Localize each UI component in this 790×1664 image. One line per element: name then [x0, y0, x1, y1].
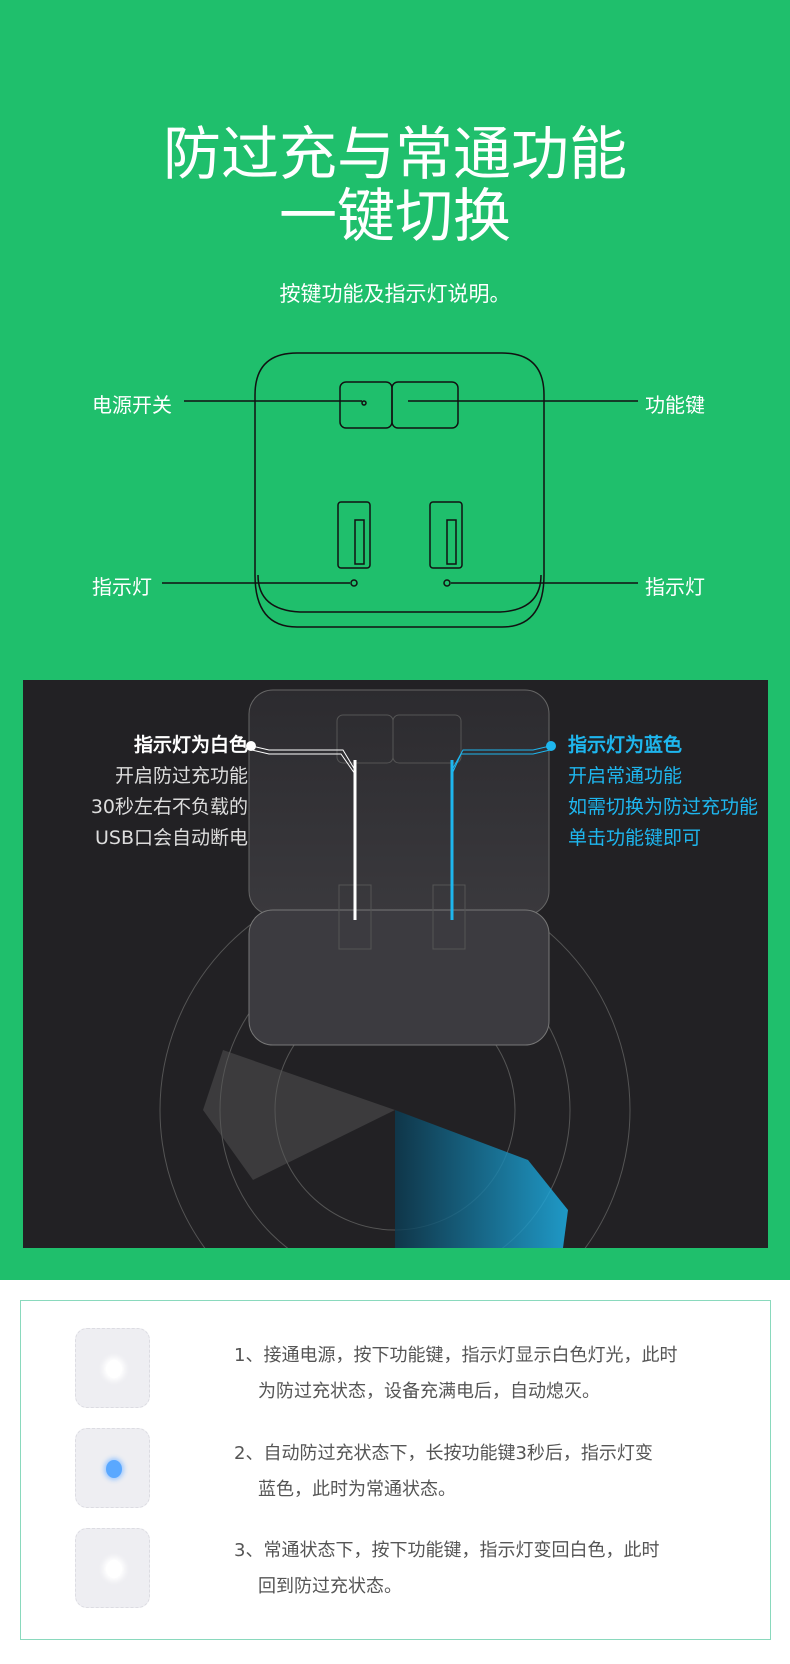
blue-mode-title: 指示灯为蓝色 [568, 734, 683, 756]
white-light-thumbnail [75, 1528, 150, 1608]
white-mode-line: 30秒左右不负载的 [90, 796, 248, 818]
white-mode-line: 开启防过充功能 [114, 765, 248, 787]
step-text: 蓝色，此时为常通状态。 [258, 1479, 456, 1500]
blue-mode-line: 开启常通功能 [568, 765, 683, 787]
device-outline-diagram [162, 352, 638, 628]
white-light-icon [106, 1360, 122, 1378]
green-section: 防过充与常通功能 一键切换 按键功能及指示灯说明。 电源开关 功能键 指示灯 指… [0, 0, 790, 1280]
title-line-1: 防过充与常通功能 [162, 120, 627, 188]
blue-mode-line: 如需切换为防过充功能 [568, 796, 759, 818]
white-light-icon [106, 1560, 122, 1578]
blue-mode-line: 单击功能键即可 [568, 827, 702, 849]
device-illustration [159, 689, 631, 1248]
step-1: 1、接通电源，按下功能键，指示灯显示白色灯光，此时为防过充状态，设备充满电后，自… [234, 1338, 714, 1410]
step-text: 3、常通状态下，按下功能键，指示灯变回白色，此时 [234, 1540, 660, 1561]
step-3: 3、常通状态下，按下功能键，指示灯变回白色，此时回到防过充状态。 [234, 1533, 714, 1605]
blue-light-thumbnail [75, 1428, 150, 1508]
white-mode-line: USB口会自动断电 [94, 827, 248, 849]
step-text: 为防过充状态，设备充满电后，自动熄灭。 [258, 1381, 600, 1402]
label-function-key: 功能键 [645, 393, 705, 417]
white-light-thumbnail [75, 1328, 150, 1408]
indicator-modes-panel: 指示灯为白色 开启防过充功能 30秒左右不负载的 USB口会自动断电 指示灯为蓝… [23, 680, 768, 1248]
label-power-switch: 电源开关 [92, 393, 172, 417]
step-text: 回到防过充状态。 [258, 1576, 402, 1597]
step-2: 2、自动防过充状态下，长按功能键3秒后，指示灯变蓝色，此时为常通状态。 [234, 1436, 714, 1508]
instructions-box: 1、接通电源，按下功能键，指示灯显示白色灯光，此时为防过充状态，设备充满电后，自… [20, 1300, 771, 1640]
subtitle: 按键功能及指示灯说明。 [279, 282, 511, 306]
step-text: 1、接通电源，按下功能键，指示灯显示白色灯光，此时 [234, 1345, 678, 1366]
title-line-2: 一键切换 [278, 182, 511, 250]
white-mode-title: 指示灯为白色 [133, 734, 248, 756]
step-text: 2、自动防过充状态下，长按功能键3秒后，指示灯变 [234, 1443, 653, 1464]
label-indicator-left: 指示灯 [92, 575, 152, 599]
blue-light-icon [106, 1460, 122, 1478]
label-indicator-right: 指示灯 [645, 575, 705, 599]
